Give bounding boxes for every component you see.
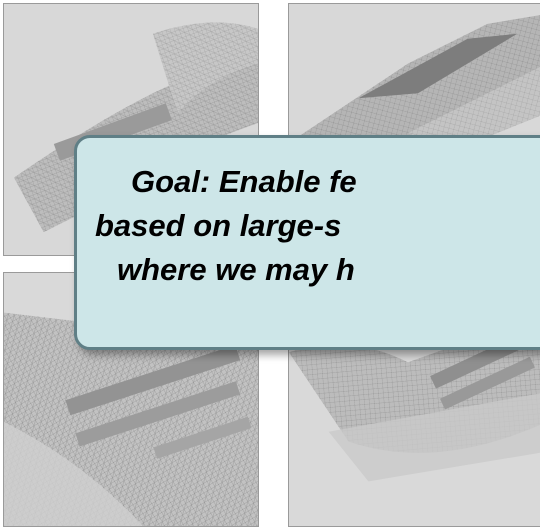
callout-line-2: based on large-s — [95, 208, 342, 243]
goal-callout-box — [74, 135, 540, 350]
callout-line-3: where we may h — [117, 252, 355, 287]
goal-callout-text: Goal: Enable fe based on large-s where w… — [95, 160, 540, 292]
callout-line-1: Goal: Enable fe — [131, 164, 357, 199]
mesh-panel-bottom-left — [3, 272, 259, 527]
